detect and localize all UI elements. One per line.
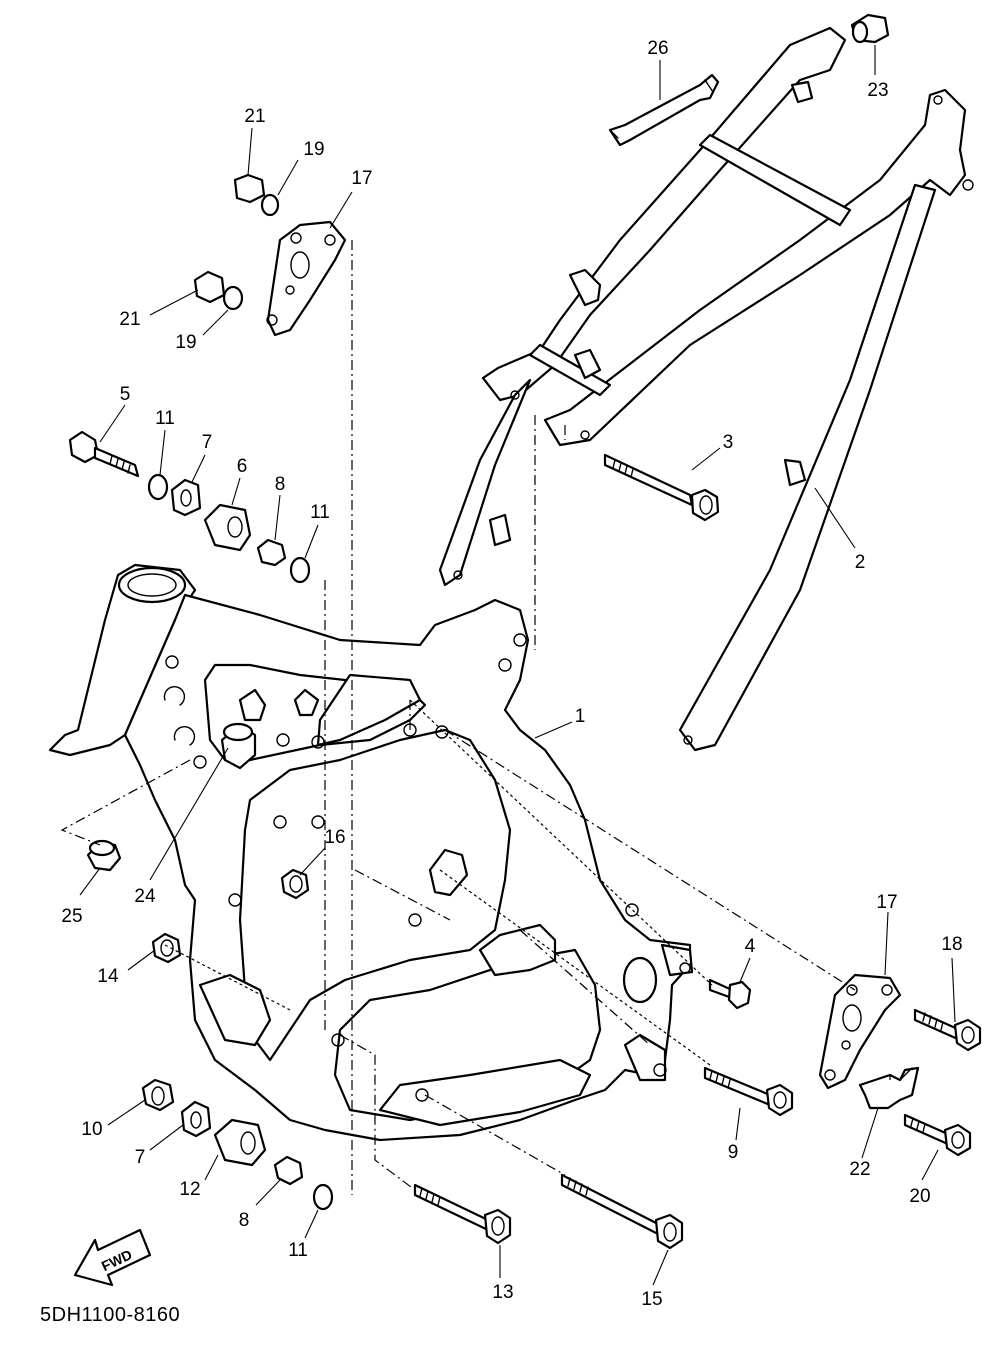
callout-7-lower: 7 [135, 1147, 146, 1168]
callout-15: 15 [641, 1289, 662, 1310]
callout-4: 4 [745, 936, 756, 957]
wrench-tool [608, 73, 720, 147]
callout-19-top: 19 [303, 139, 324, 160]
engine-bracket-lower [818, 973, 902, 1090]
lower-mount-hardware [141, 1078, 334, 1211]
callout-16: 16 [324, 827, 345, 848]
callout-14: 14 [97, 966, 119, 987]
clip-22 [858, 1066, 920, 1110]
bolt-15 [560, 1173, 684, 1250]
callout-21-top: 21 [244, 106, 265, 127]
callout-18: 18 [941, 934, 962, 955]
callout-22: 22 [849, 1159, 870, 1180]
callout-5: 5 [120, 384, 131, 405]
callout-6: 6 [237, 456, 248, 477]
callout-numbers: 26 23 21 19 17 21 19 5 11 7 6 8 11 3 2 1… [61, 38, 962, 1310]
callout-12: 12 [179, 1179, 200, 1200]
bolt-18 [913, 1008, 982, 1052]
fwd-arrow-icon: FWD [73, 1228, 152, 1287]
callout-19-mid: 19 [175, 332, 196, 353]
bolt-3 [603, 453, 720, 522]
assembly-lines [60, 240, 891, 1195]
upper-mount-hardware [68, 430, 311, 584]
callout-1: 1 [575, 706, 586, 727]
callout-25: 25 [61, 906, 82, 927]
callout-23: 23 [867, 80, 888, 101]
callout-8-lower: 8 [239, 1210, 250, 1231]
callout-2: 2 [855, 552, 866, 573]
callout-9: 9 [728, 1142, 739, 1163]
nut-washer-upper [193, 173, 280, 311]
callout-3: 3 [723, 432, 734, 453]
bolt-13 [413, 1183, 512, 1245]
callout-11-lower: 11 [288, 1240, 308, 1261]
drawing-code: 5DH1100-8160 [40, 1304, 181, 1326]
nut-14 [151, 932, 182, 964]
callout-20: 20 [909, 1186, 930, 1207]
bolt-9 [703, 1066, 794, 1117]
callout-17-lower: 17 [876, 892, 897, 913]
bolt-4 [708, 978, 752, 1010]
nut-16 [280, 868, 310, 900]
callout-10: 10 [81, 1119, 102, 1140]
callout-11-mid: 11 [310, 502, 330, 523]
callout-8-upper: 8 [275, 474, 286, 495]
bolt-20 [903, 1113, 972, 1157]
engine-bracket-upper [266, 220, 347, 337]
callout-24: 24 [134, 886, 156, 907]
callout-13: 13 [492, 1282, 513, 1303]
cap-part [850, 13, 890, 44]
callout-7-upper: 7 [202, 432, 213, 453]
callout-17-top: 17 [351, 168, 372, 189]
main-frame [48, 563, 694, 1142]
callout-26: 26 [647, 38, 668, 59]
plug-parts [86, 722, 257, 872]
callout-11-upper: 11 [155, 408, 175, 429]
rear-frame [438, 26, 974, 752]
callout-21-mid: 21 [119, 309, 140, 330]
leader-lines [79, 45, 956, 1286]
